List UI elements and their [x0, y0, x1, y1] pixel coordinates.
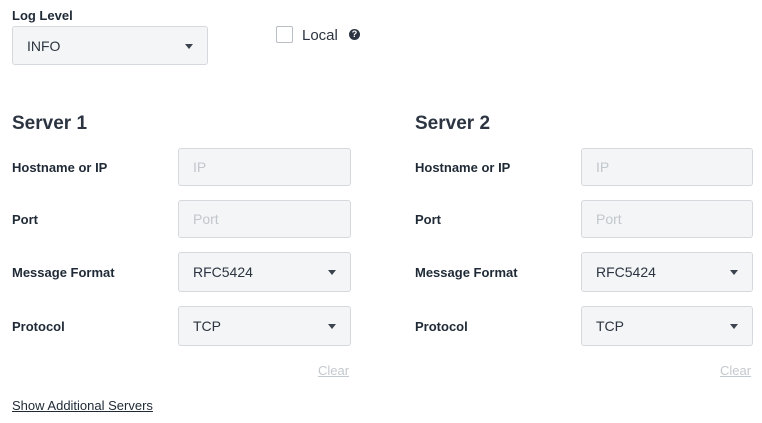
server-2-format-select[interactable]: RFC5424 — [581, 252, 753, 292]
server-2-protocol-value: TCP — [596, 318, 624, 334]
chevron-down-icon — [730, 270, 738, 275]
server-2-protocol-select[interactable]: TCP — [581, 306, 753, 346]
server-2-format-value: RFC5424 — [596, 264, 656, 280]
chevron-down-icon — [185, 43, 193, 49]
server-1-port-input[interactable] — [178, 200, 351, 238]
server-2-port-label: Port — [415, 212, 441, 227]
server-1-format-value: RFC5424 — [193, 264, 253, 280]
server-1-protocol-value: TCP — [193, 318, 221, 334]
server-1-hostname-label: Hostname or IP — [12, 160, 108, 175]
local-checkbox[interactable] — [276, 26, 293, 43]
chevron-down-icon — [730, 324, 738, 329]
server-2-clear-link[interactable]: Clear — [720, 363, 752, 378]
server-1-clear-link[interactable]: Clear — [318, 363, 350, 378]
question-circle-icon[interactable]: ? — [349, 29, 360, 40]
log-level-label: Log Level — [12, 8, 73, 23]
server-2-port-input[interactable] — [581, 200, 753, 238]
server-1-format-label: Message Format — [12, 265, 115, 280]
chevron-down-icon — [328, 270, 336, 275]
server-2-hostname-label: Hostname or IP — [415, 160, 511, 175]
server-1-format-select[interactable]: RFC5424 — [178, 252, 351, 292]
show-additional-servers-link[interactable]: Show Additional Servers — [12, 398, 153, 413]
server-2-title: Server 2 — [415, 113, 491, 134]
log-level-value: INFO — [27, 37, 61, 54]
server-1-hostname-input[interactable] — [178, 148, 351, 186]
server-2-hostname-input[interactable] — [581, 148, 753, 186]
server-1-protocol-label: Protocol — [12, 319, 65, 334]
server-1-title: Server 1 — [12, 113, 88, 134]
chevron-down-icon — [328, 324, 336, 329]
local-label: Local — [302, 27, 338, 44]
server-2-protocol-label: Protocol — [415, 319, 468, 334]
server-2-format-label: Message Format — [415, 265, 518, 280]
server-1-protocol-select[interactable]: TCP — [178, 306, 351, 346]
log-level-select[interactable]: INFO — [12, 26, 208, 65]
server-1-port-label: Port — [12, 212, 38, 227]
